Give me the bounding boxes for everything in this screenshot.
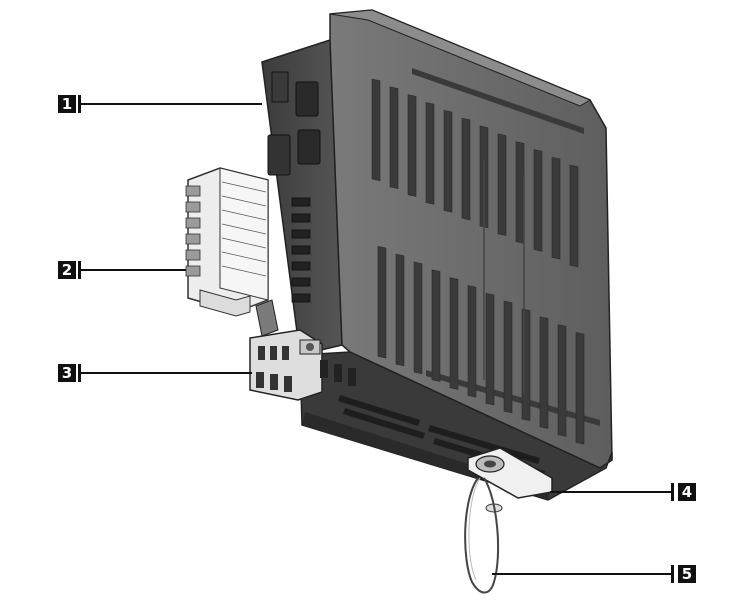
callout-ticks <box>78 95 674 583</box>
power-terminal-block <box>249 329 356 401</box>
callout-leaders <box>80 103 672 575</box>
callout-2-badge: 2 <box>58 261 76 279</box>
callout-1-badge: 1 <box>58 95 76 113</box>
ground-lug <box>467 447 553 513</box>
ethernet-ports <box>267 71 321 176</box>
drive-housing <box>261 9 613 501</box>
callout-4-badge: 4 <box>678 483 696 501</box>
io-connector-plug <box>185 167 279 337</box>
ground-wire-loop <box>464 477 500 594</box>
side-connector-pins <box>291 197 311 303</box>
callout-5-badge: 5 <box>678 565 696 583</box>
callout-3-badge: 3 <box>58 364 76 382</box>
